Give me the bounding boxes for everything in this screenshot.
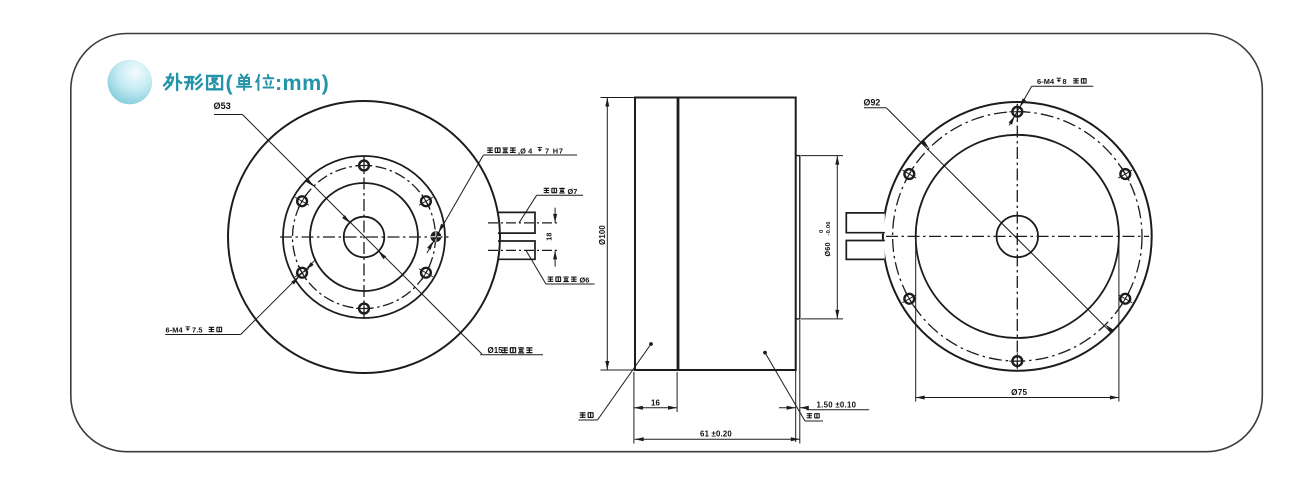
- svg-text:0: 0: [819, 230, 825, 233]
- svg-text:Ø92: Ø92: [864, 97, 881, 107]
- svg-text:7 H7: 7 H7: [545, 146, 564, 155]
- svg-text:,Ø 4: ,Ø 4: [518, 146, 533, 155]
- svg-text:Ø6: Ø6: [580, 276, 590, 285]
- svg-text:7.5: 7.5: [192, 326, 203, 335]
- svg-text:6-M4: 6-M4: [166, 326, 184, 335]
- svg-text:(: (: [226, 71, 234, 95]
- svg-text:16: 16: [651, 398, 661, 407]
- svg-text:Ø7: Ø7: [568, 187, 578, 196]
- svg-text:6-M4: 6-M4: [1037, 77, 1055, 86]
- svg-text:Ø100: Ø100: [598, 225, 607, 245]
- svg-text:-0.06: -0.06: [826, 221, 832, 236]
- svg-text::mm): :mm): [275, 71, 329, 95]
- svg-text:8: 8: [1063, 77, 1067, 86]
- svg-text:Ø15: Ø15: [488, 346, 504, 355]
- svg-text:Ø53: Ø53: [214, 101, 231, 111]
- svg-text:61 ±0.20: 61 ±0.20: [700, 430, 732, 439]
- svg-text:Ø60: Ø60: [823, 242, 832, 256]
- svg-text:Ø75: Ø75: [1011, 388, 1027, 397]
- svg-text:18: 18: [545, 232, 554, 240]
- svg-text:1.50 ±0.10: 1.50 ±0.10: [817, 400, 857, 409]
